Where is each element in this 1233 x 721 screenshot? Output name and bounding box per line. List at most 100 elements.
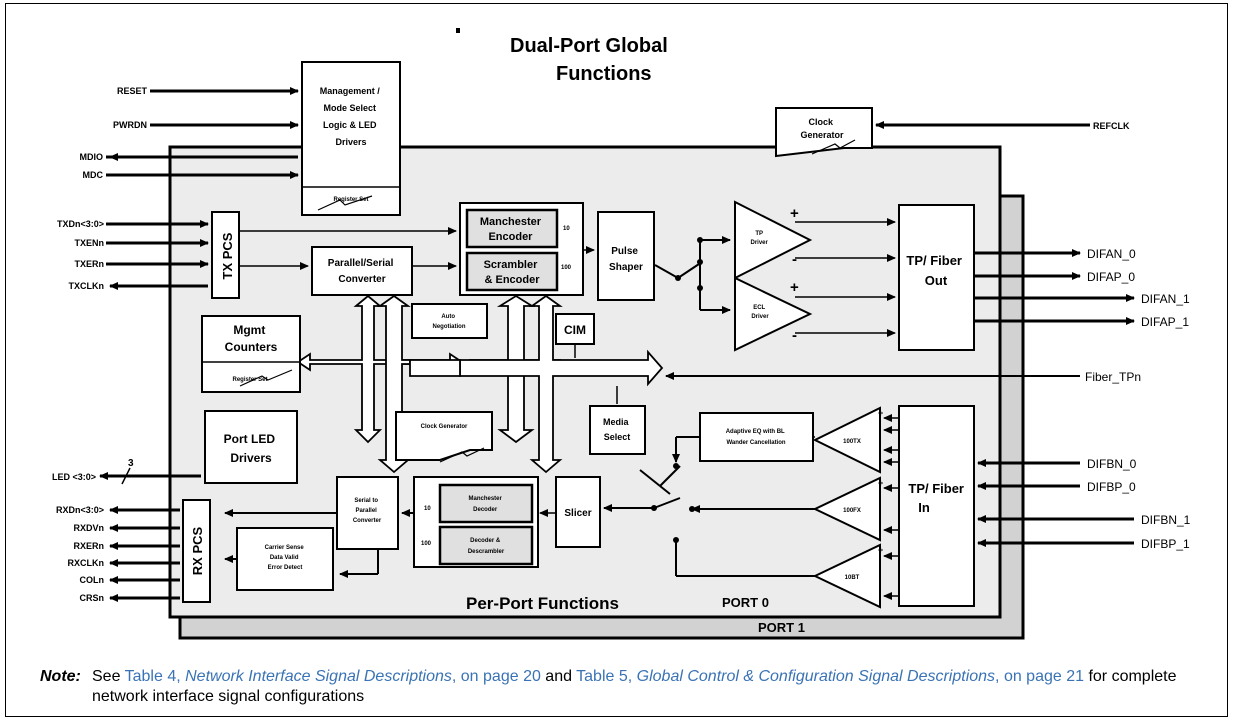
tp-driver-line2: Driver bbox=[750, 240, 768, 246]
tp-fiber-out-line2: Out bbox=[925, 273, 948, 288]
note-label: Note: bbox=[40, 668, 81, 685]
svg-text:Clock Generator: Clock Generator bbox=[800, 117, 844, 140]
table4-title: Network Interface Signal Descriptions bbox=[185, 668, 452, 685]
ecl-driver-line1: ECL bbox=[753, 305, 765, 311]
tp-fiber-out-line1: TP/ Fiber bbox=[906, 253, 962, 268]
signal-txclk: TXCLKn bbox=[69, 281, 105, 291]
pulse-shaper-line1: Pulse bbox=[611, 246, 638, 257]
signal-rxdv: RXDVn bbox=[73, 523, 104, 533]
ecl-driver-minus: - bbox=[792, 327, 797, 344]
signal-difan-0: DIFAN_0 bbox=[1087, 247, 1136, 261]
table5-title: Global Control & Configuration Signal De… bbox=[636, 668, 996, 685]
clock-generator-global-line1: Clock bbox=[808, 117, 834, 127]
port0-label: PORT 0 bbox=[722, 595, 769, 610]
svg-text:Manchester Encoder Scr: Manchester Encoder Scrambler & Encoder bbox=[480, 216, 544, 286]
decoder-rate-10: 10 bbox=[424, 506, 431, 512]
manchester-decoder-line1: Manchester bbox=[468, 496, 502, 502]
tp-driver-plus: + bbox=[790, 205, 799, 222]
diagram-title-line2: Functions bbox=[556, 63, 652, 85]
svg-text:Port LED Drivers: Port LED Drivers bbox=[224, 432, 279, 465]
adaptive-eq-line1: Adaptive EQ with BL bbox=[726, 429, 785, 435]
rx-10bt-plus: + bbox=[878, 545, 883, 555]
parallel-serial-block bbox=[311, 246, 413, 296]
mgmt-mode-line2: Mode Select bbox=[323, 103, 376, 113]
rx-10bt-triangle bbox=[812, 543, 881, 609]
note-tail: for complete network interface signal co… bbox=[92, 668, 1177, 705]
signal-difbn-0: DIFBN_0 bbox=[1087, 457, 1137, 471]
svg-text:TP/ Fiber Out: TP/ Fiber Out bbox=[906, 253, 965, 288]
rx-pcs-label: RX PCS bbox=[190, 526, 205, 575]
media-select-line2: Select bbox=[604, 432, 631, 442]
note-see: See bbox=[92, 668, 125, 685]
table4-ref: Table 4, bbox=[124, 668, 186, 685]
mgmt-counters-block bbox=[201, 315, 301, 393]
mgmt-mode-line3: Logic & LED bbox=[323, 120, 377, 130]
manchester-encoder-block bbox=[465, 208, 559, 249]
internal-bus bbox=[296, 294, 664, 474]
rx-pcs-block bbox=[182, 499, 211, 603]
counters-register-set-label: Register Set bbox=[232, 377, 267, 383]
decoder-descrambler-block bbox=[438, 525, 534, 566]
table5-page: , on page 21 bbox=[995, 668, 1085, 685]
mgmt-mode-line4: Drivers bbox=[335, 137, 366, 147]
svg-text:TP/ Fiber In: TP/ Fiber In bbox=[908, 481, 967, 515]
signal-difbp-1: DIFBP_1 bbox=[1141, 537, 1190, 551]
rx-100fx-triangle bbox=[812, 476, 881, 542]
tp-fiber-in-line1: TP/ Fiber bbox=[908, 481, 964, 496]
signal-difbp-0: DIFBP_0 bbox=[1087, 480, 1136, 494]
clock-generator-port-label: Clock Generator bbox=[421, 424, 468, 430]
title-dot bbox=[456, 28, 460, 33]
clock-generator-port-block bbox=[395, 411, 493, 461]
rx-100tx-triangle bbox=[812, 406, 881, 474]
svg-text:Carrier Sense Data Valid: Carrier Sense Data Valid Error Detect bbox=[265, 545, 306, 571]
svg-text:Management / Mode Select: Management / Mode Select Logic & LED Dri… bbox=[320, 86, 383, 147]
figure-frame bbox=[5, 3, 1228, 717]
rx-100tx-plus: + bbox=[878, 408, 883, 418]
mgmt-counters-line2: Counters bbox=[225, 340, 278, 354]
tx-pcs-label: TX PCS bbox=[220, 232, 235, 279]
pulse-shaper-block bbox=[597, 211, 655, 301]
media-select-block bbox=[589, 405, 646, 455]
signal-refclk: REFCLK bbox=[1093, 121, 1130, 131]
svg-text:Parallel/Serial Converter: Parallel/Serial Converter bbox=[328, 258, 396, 285]
rx-100fx-label: 100FX bbox=[843, 508, 861, 514]
scrambler-encoder-line2: & Encoder bbox=[484, 274, 540, 286]
adaptive-eq-block bbox=[699, 412, 814, 462]
signal-rxd: RXDn<3:0> bbox=[56, 505, 104, 515]
signal-reset: RESET bbox=[117, 86, 148, 96]
signal-difap-0: DIFAP_0 bbox=[1087, 270, 1135, 284]
block-diagram: Dual-Port Global Functions PORT 1 PORT 0… bbox=[52, 28, 1191, 640]
rx-100fx-plus: + bbox=[878, 478, 883, 488]
decoder-descrambler-line2: Descrambler bbox=[468, 549, 505, 555]
carrier-sense-line2: Data Valid bbox=[270, 555, 299, 561]
auto-negotiation-line1: Auto bbox=[441, 314, 455, 320]
clock-generator-global-line2: Generator bbox=[800, 130, 844, 140]
signal-txen: TXENn bbox=[74, 238, 104, 248]
port-led-drivers-block bbox=[204, 410, 298, 484]
svg-text:Serial to Parallel Con: Serial to Parallel Converter bbox=[353, 498, 382, 524]
signal-fiber-tp: Fiber_TPn bbox=[1085, 370, 1141, 384]
encoder-rate-10: 10 bbox=[563, 226, 570, 232]
svg-text:Media Select: Media Select bbox=[603, 417, 631, 442]
scrambler-encoder-block bbox=[465, 251, 559, 292]
note-and: and bbox=[540, 668, 577, 685]
manchester-decoder-block bbox=[438, 483, 534, 524]
table4-link[interactable]: Table 4, Network Interface Signal Descri… bbox=[125, 668, 541, 685]
led-bus-width: 3 bbox=[128, 458, 134, 469]
scrambler-encoder-line1: Scrambler bbox=[484, 259, 539, 271]
svg-text:Adaptive EQ with BL Wander: Adaptive EQ with BL Wander Cancellation bbox=[726, 429, 787, 446]
ecl-driver-triangle bbox=[734, 276, 813, 352]
svg-text:Manchester Decoder Dec: Manchester Decoder Decoder & Descrambler bbox=[468, 496, 505, 555]
mgmt-register-set-label: Register Set bbox=[333, 197, 368, 203]
slicer-block bbox=[555, 476, 601, 548]
media-select-line1: Media bbox=[603, 417, 630, 427]
carrier-sense-line3: Error Detect bbox=[268, 565, 303, 571]
signal-difbn-1: DIFBN_1 bbox=[1141, 513, 1191, 527]
signal-led: LED <3:0> bbox=[52, 472, 96, 482]
port1-label: PORT 1 bbox=[758, 620, 805, 635]
serial-parallel-line2: Parallel bbox=[355, 508, 377, 514]
diagram-title-line1: Dual-Port Global bbox=[510, 35, 668, 57]
table5-link[interactable]: Table 5, Global Control & Configuration … bbox=[576, 668, 1084, 685]
port-led-line1: Port LED bbox=[224, 432, 276, 446]
port-led-line2: Drivers bbox=[230, 451, 272, 465]
